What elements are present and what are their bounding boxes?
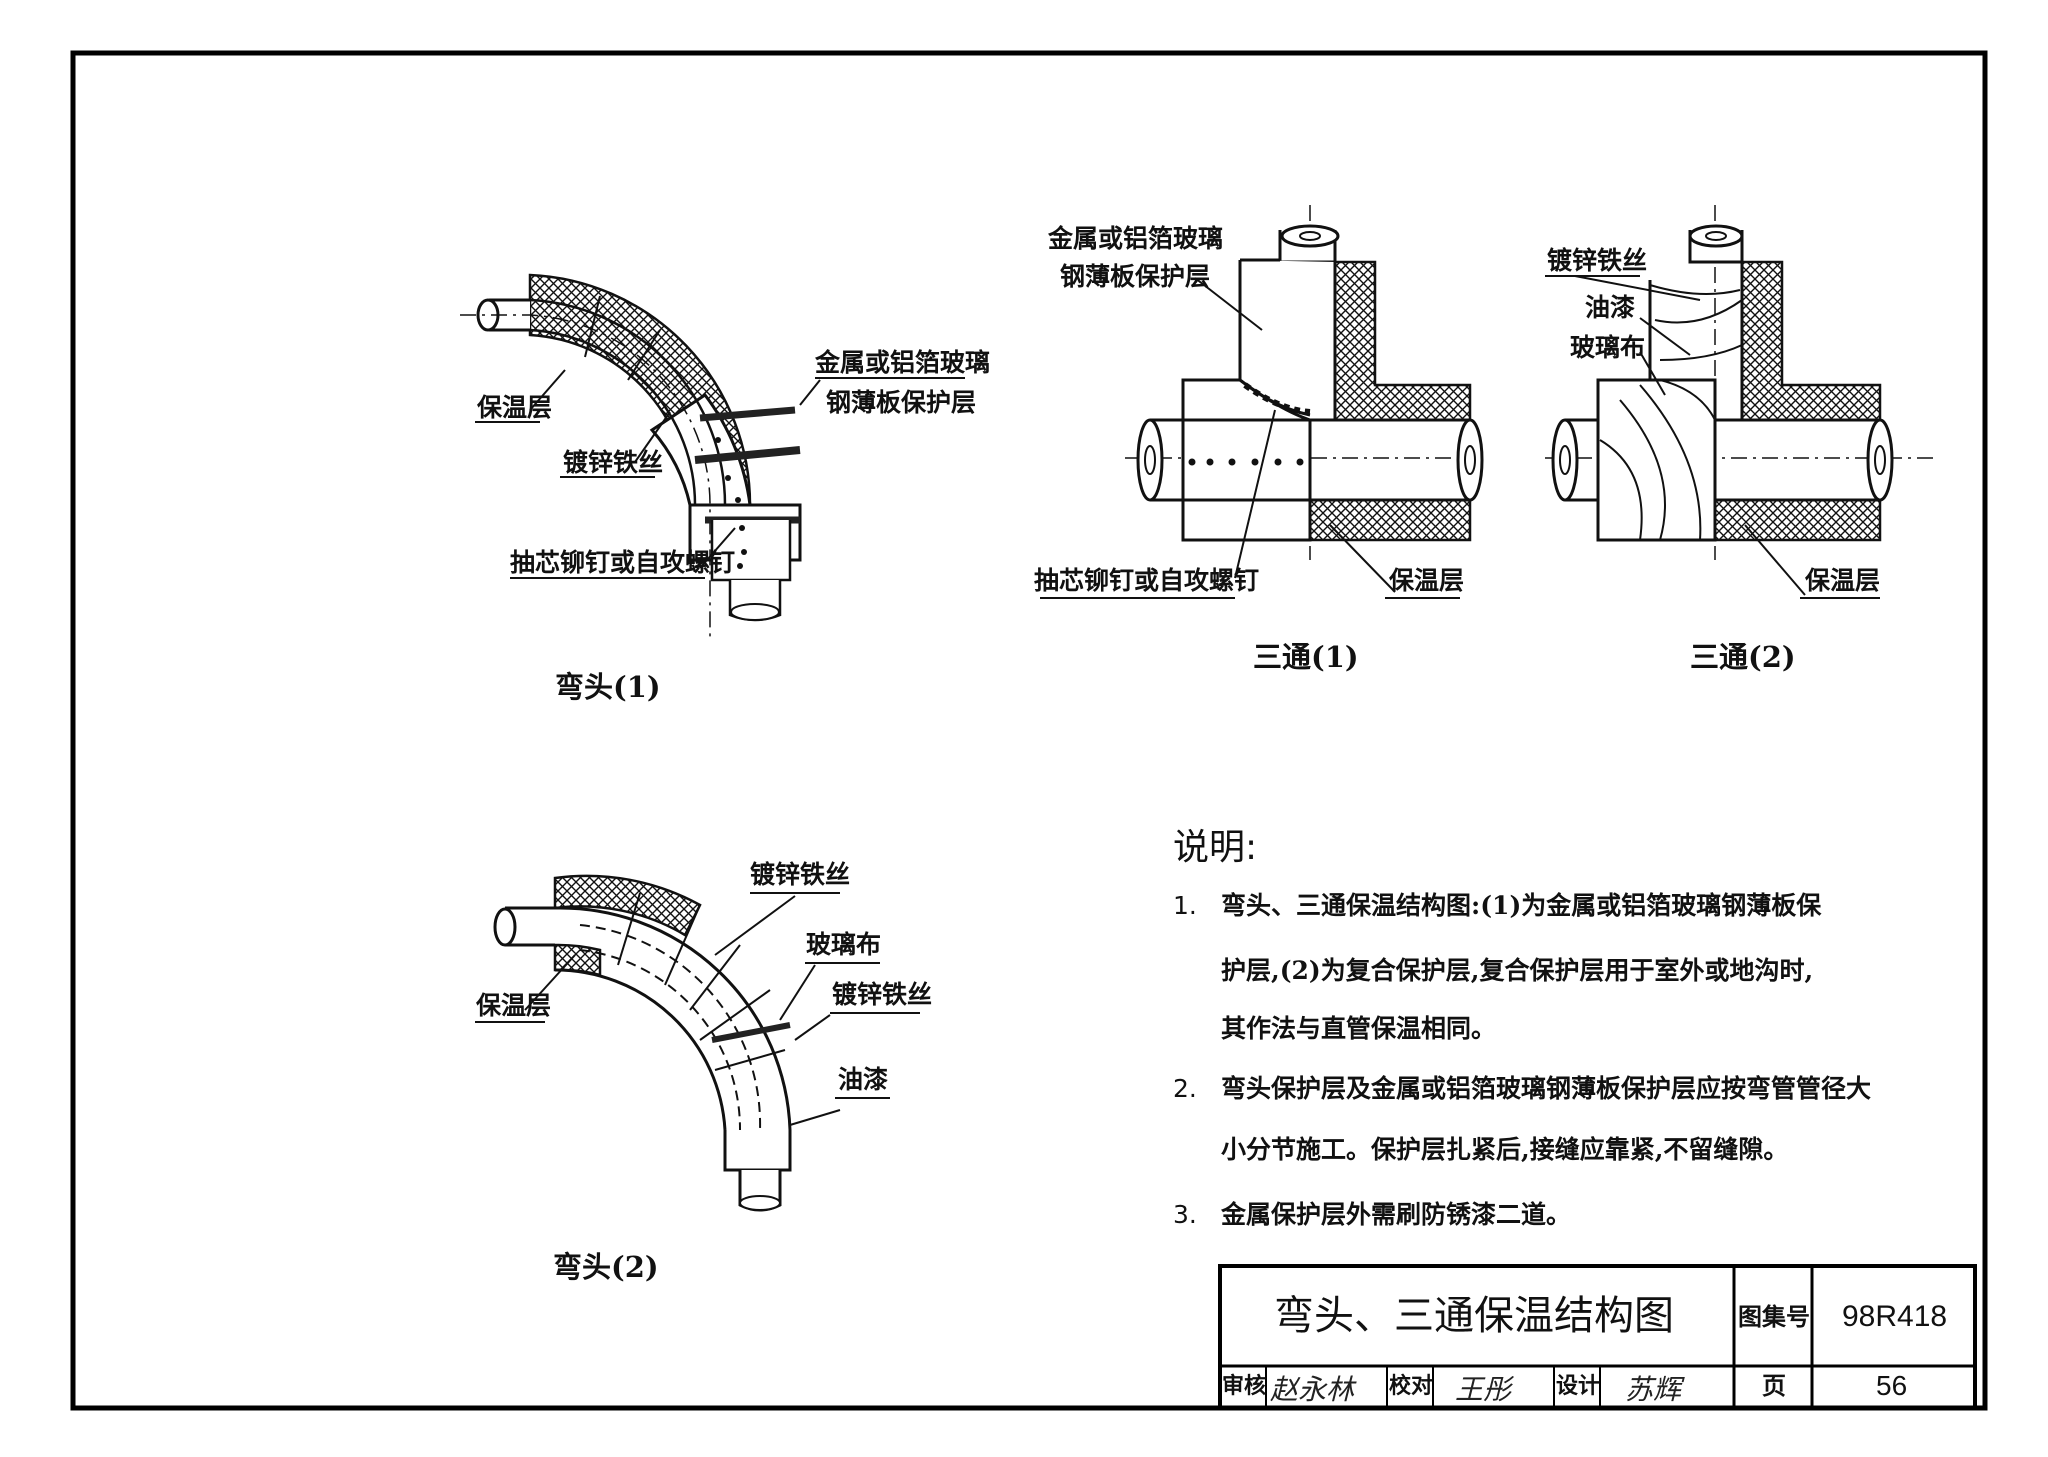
drawing-frame xyxy=(70,50,1988,1411)
caption-tee-2: 三通(2) xyxy=(1690,640,1796,674)
elbow-1-figure xyxy=(460,273,965,640)
caption-tee-1: 三通(1) xyxy=(1253,640,1359,674)
note-1-line-3: 其作法与直管保温相同。 xyxy=(1221,1014,1497,1043)
title-block xyxy=(1218,1264,1977,1410)
note-3-text-1: 金属保护层外需刷防锈漆二道。 xyxy=(1221,1200,1572,1229)
review-signature: 赵永林 xyxy=(1270,1373,1355,1406)
note-1-line-2: 护层,(2)为复合保护层,复合保护层用于室外或地沟时, xyxy=(1221,956,1814,985)
caption-elbow-1: 弯头(1) xyxy=(555,670,661,704)
check-label: 校对 xyxy=(1389,1373,1434,1399)
elbow-1-label-wire: 镀锌铁丝 xyxy=(563,448,664,477)
elbow-2-label-wire-top: 镀锌铁丝 xyxy=(750,860,851,889)
tee-2-label-insulation: 保温层 xyxy=(1805,566,1881,595)
page-number: 56 xyxy=(1876,1370,1908,1401)
tee-2-figure xyxy=(1545,205,1935,599)
elbow-1-label-metal-2: 钢薄板保护层 xyxy=(826,388,977,417)
note-2-line-2: 小分节施工。保护层扎紧后,接缝应靠紧,不留缝隙。 xyxy=(1221,1135,1789,1164)
tee-2-label-cloth: 玻璃布 xyxy=(1570,333,1646,362)
note-3-line-1: 3. 金属保护层外需刷防锈漆二道。 xyxy=(1173,1202,1571,1227)
design-signature: 苏辉 xyxy=(1625,1373,1682,1406)
tee-2-label-wire: 镀锌铁丝 xyxy=(1547,246,1648,275)
title-block-title: 弯头、三通保温结构图 xyxy=(1274,1293,1674,1339)
note-1-number: 1. xyxy=(1173,891,1197,920)
page-label: 页 xyxy=(1762,1371,1786,1400)
tee-1-label-insulation: 保温层 xyxy=(1389,566,1465,595)
note-1-text-1: 弯头、三通保温结构图:(1)为金属或铝箔玻璃钢薄板保 xyxy=(1221,891,1822,920)
note-1-line-1: 1. 弯头、三通保温结构图:(1)为金属或铝箔玻璃钢薄板保 xyxy=(1173,893,1821,918)
tee-1-label-metal-2: 钢薄板保护层 xyxy=(1060,262,1211,291)
notes-title: 说明: xyxy=(1173,827,1258,868)
note-2-line-1: 2. 弯头保护层及金属或铝箔玻璃钢薄板保护层应按弯管管径大 xyxy=(1173,1076,1871,1101)
review-label: 审核 xyxy=(1222,1373,1267,1399)
atlas-number: 98R418 xyxy=(1842,1300,1948,1333)
elbow-1-wire-band-1 xyxy=(699,406,796,422)
tee-2-label-paint: 油漆 xyxy=(1585,293,1636,322)
note-2-text-1: 弯头保护层及金属或铝箔玻璃钢薄板保护层应按弯管管径大 xyxy=(1221,1074,1872,1103)
elbow-2-label-insulation: 保温层 xyxy=(476,991,552,1020)
tee-1-figure xyxy=(1040,205,1485,599)
elbow-2-figure xyxy=(475,874,920,1212)
elbow-2-label-wire: 镀锌铁丝 xyxy=(832,980,933,1009)
tee-1-label-metal-1: 金属或铝箔玻璃 xyxy=(1048,224,1224,253)
tee-1-insulation xyxy=(1333,260,1472,422)
note-2-number: 2. xyxy=(1173,1074,1197,1103)
check-signature: 王彤 xyxy=(1455,1373,1512,1406)
caption-elbow-2: 弯头(2) xyxy=(553,1250,659,1284)
tee-1-label-rivet: 抽芯铆钉或自攻螺钉 xyxy=(1034,566,1260,595)
elbow-1-label-insulation: 保温层 xyxy=(477,393,553,422)
elbow-2-insulation xyxy=(553,874,702,937)
design-label: 设计 xyxy=(1556,1373,1601,1399)
atlas-number-label: 图集号 xyxy=(1738,1302,1810,1331)
elbow-1-label-rivet: 抽芯铆钉或自攻螺钉 xyxy=(510,548,736,577)
elbow-2-label-cloth: 玻璃布 xyxy=(806,930,882,959)
elbow-2-label-paint: 油漆 xyxy=(838,1065,889,1094)
note-3-number: 3. xyxy=(1173,1200,1197,1229)
elbow-1-label-metal-1: 金属或铝箔玻璃 xyxy=(815,348,991,377)
